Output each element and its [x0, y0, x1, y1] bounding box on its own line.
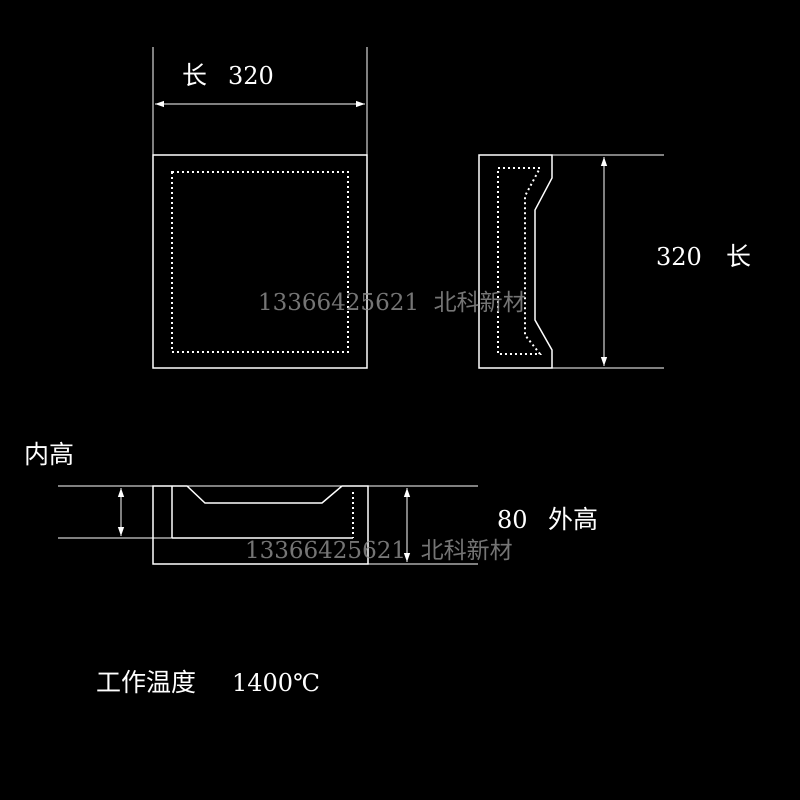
inner-height-label: 内高	[24, 440, 74, 469]
side-view-length-value: 320	[656, 243, 702, 271]
watermark-phone-brand: 13366425621 北科新材	[245, 538, 513, 564]
top-view: 长 320	[152, 47, 368, 369]
outer-height-label: 外高	[548, 505, 598, 534]
top-view-inner-outline	[171, 171, 349, 353]
side-view-length-char: 长	[726, 242, 751, 271]
top-view-length-value: 320	[228, 62, 274, 90]
watermark-phone-brand: 13366425621 北科新材	[258, 290, 526, 316]
side-view-inner-outline	[497, 167, 543, 355]
outer-height-value: 80	[497, 506, 528, 534]
working-temp-label: 工作温度	[96, 668, 196, 697]
working-temperature: 工作温度 1400℃	[96, 668, 320, 697]
top-view-outer-outline	[152, 154, 368, 369]
top-view-length-char: 长	[182, 61, 207, 90]
side-view: 320 长	[478, 154, 751, 369]
working-temp-value: 1400℃	[232, 669, 320, 697]
front-view: 内高 80 外高	[24, 440, 598, 565]
side-view-outer-outline	[478, 154, 553, 369]
